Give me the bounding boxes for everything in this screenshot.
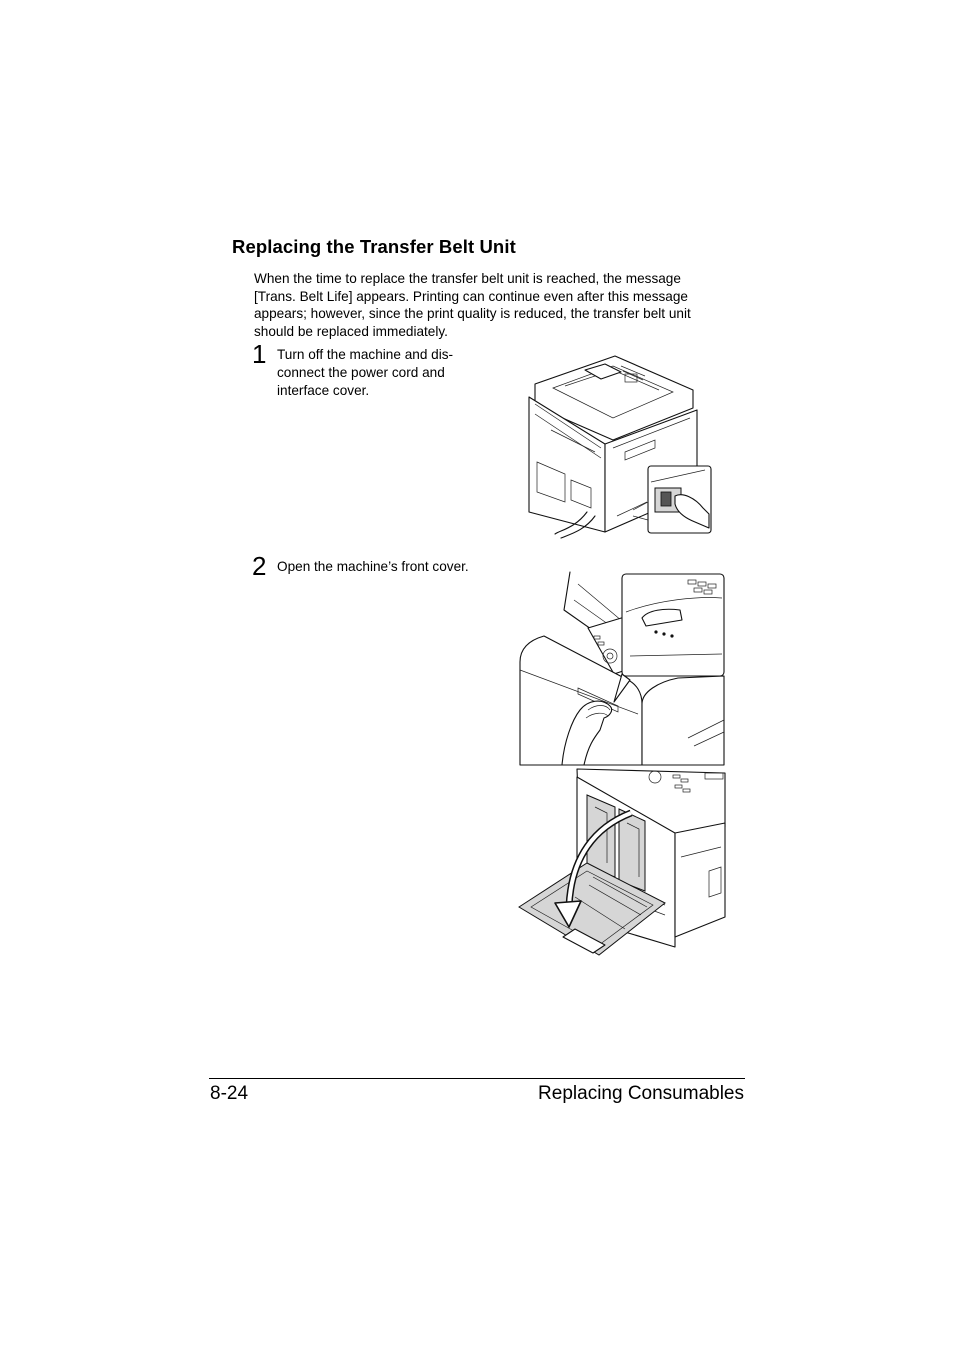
- step-number: 2: [252, 551, 267, 581]
- step-line: Turn off the machine and dis-: [277, 347, 454, 362]
- intro-paragraph: When the time to replace the transfer be…: [254, 270, 734, 340]
- step-text: Open the machine’s front cover.: [277, 558, 469, 576]
- footer-divider: [209, 1078, 745, 1079]
- section-title: Replacing the Transfer Belt Unit: [232, 236, 516, 257]
- intro-line: should be replaced immediately.: [254, 323, 448, 339]
- intro-line: When the time to replace the transfer be…: [254, 271, 681, 286]
- printer-front-open-illustration: [518, 768, 726, 956]
- step-line: Open the machine’s front cover.: [277, 559, 469, 574]
- step-number: 1: [252, 339, 267, 369]
- intro-line: appears; however, since the print qualit…: [254, 306, 691, 322]
- step-text: Turn off the machine and dis- connect th…: [277, 346, 453, 399]
- printer-front-handle-illustration: [519, 571, 725, 766]
- chapter-title: Replacing Consumables: [538, 1083, 744, 1104]
- page-number: 8-24: [210, 1083, 249, 1104]
- printer-rear-illustration: [528, 355, 712, 539]
- step-line: connect the power cord and: [277, 364, 445, 380]
- intro-line: [Trans. Belt Life] appears. Printing can…: [254, 288, 688, 304]
- step-line: interface cover.: [277, 382, 370, 398]
